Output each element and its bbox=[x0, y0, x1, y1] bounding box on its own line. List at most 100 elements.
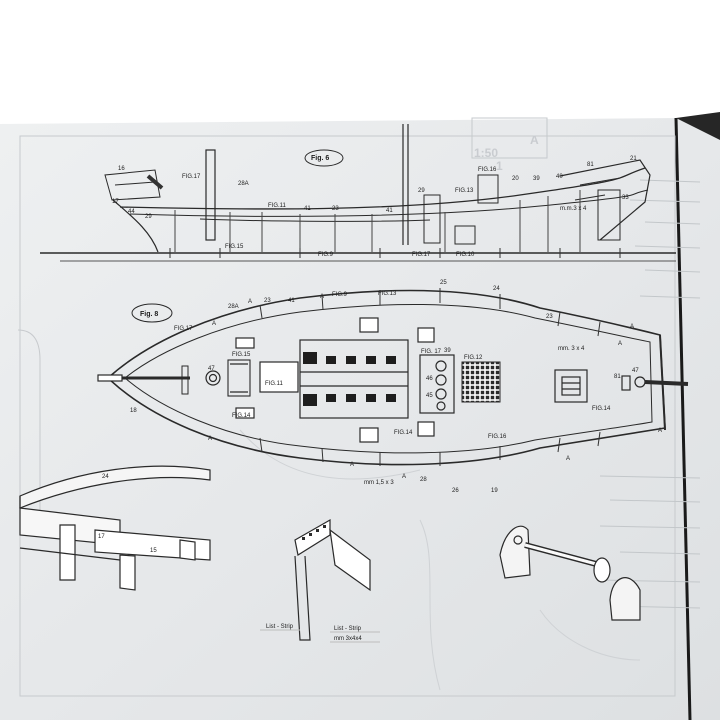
label-25: 25 bbox=[440, 280, 447, 286]
label-dim-scale: mm 1,5 x 3 bbox=[364, 480, 394, 486]
label-a: A bbox=[350, 462, 354, 468]
curved-deck-piece bbox=[19, 465, 211, 509]
barrel-end bbox=[593, 557, 611, 583]
label-23: 23 bbox=[332, 206, 339, 212]
label-39: 39 bbox=[533, 176, 540, 182]
label-23b: 23 bbox=[546, 314, 553, 320]
fig-8-callout bbox=[131, 303, 173, 323]
fig-6-title: Fig. 6 bbox=[311, 155, 329, 162]
bowsprit-tip bbox=[97, 374, 123, 382]
label-dim: m.m.3 x 4 bbox=[560, 206, 587, 212]
label-20: 20 bbox=[512, 176, 519, 182]
piece-17: 17 bbox=[98, 534, 105, 540]
label-fig13: FIG.13 bbox=[455, 188, 474, 194]
label-33: 33 bbox=[622, 195, 629, 201]
label-29: 29 bbox=[145, 214, 152, 220]
label-47b: 47 bbox=[632, 368, 639, 374]
label-44: 44 bbox=[128, 209, 135, 215]
grating-fig12 bbox=[461, 361, 501, 403]
label-41: 41 bbox=[304, 206, 311, 212]
title-block-ghost bbox=[471, 117, 548, 159]
scale-text: 1:50 bbox=[474, 146, 498, 160]
label-a: A bbox=[658, 428, 662, 434]
label-a: A bbox=[566, 456, 570, 462]
label-fig17: FIG.17 bbox=[182, 174, 201, 180]
label-28: 28 bbox=[420, 477, 427, 483]
list-dim: mm 3x4x4 bbox=[334, 636, 362, 642]
sheet-frame bbox=[19, 135, 676, 697]
label-fig10: FIG.10 bbox=[456, 252, 475, 258]
rail-line bbox=[199, 218, 431, 222]
stanchions bbox=[259, 288, 601, 466]
list-label: List - Strip bbox=[266, 624, 294, 630]
label-40: 40 bbox=[556, 174, 563, 180]
label-39: 39 bbox=[444, 348, 451, 354]
label-a: A bbox=[618, 341, 622, 347]
label-26: 26 bbox=[452, 488, 459, 494]
paper-sheet bbox=[0, 118, 720, 720]
grating-fig11 bbox=[259, 361, 299, 393]
label-47: 47 bbox=[208, 366, 215, 372]
fig-6-callout bbox=[304, 149, 344, 167]
label-21: 21 bbox=[630, 156, 637, 162]
ghost-outline bbox=[239, 429, 421, 480]
label-45: 45 bbox=[426, 393, 433, 399]
corner-mark: A bbox=[530, 133, 539, 147]
stern-post bbox=[597, 189, 621, 241]
label-41b: 41 bbox=[386, 208, 393, 214]
list-label: List - Strip bbox=[334, 626, 362, 632]
label-28a: 28A bbox=[238, 181, 249, 187]
label-fig16: FIG.16 bbox=[488, 434, 507, 440]
label-fig14: FIG.14 bbox=[232, 413, 251, 419]
label-a: A bbox=[320, 294, 324, 300]
label-a: A bbox=[402, 474, 406, 480]
piece-15: 15 bbox=[150, 548, 157, 554]
bowsprit-collar bbox=[146, 174, 164, 190]
label-fig15: FIG.15 bbox=[225, 244, 244, 250]
label-dim: mm. 3 x 4 bbox=[558, 346, 585, 352]
label-29: 29 bbox=[418, 188, 425, 194]
comb-piece bbox=[294, 518, 331, 556]
label-81: 81 bbox=[614, 374, 621, 380]
label-fig9: FIG.9 bbox=[318, 252, 334, 258]
label-18: 18 bbox=[130, 408, 137, 414]
bow-rail bbox=[104, 169, 161, 201]
label-a: A bbox=[248, 299, 252, 305]
label-fig16: FIG.16 bbox=[478, 167, 497, 173]
label-fig17: FIG.17 bbox=[174, 326, 193, 332]
stem bbox=[112, 199, 159, 253]
label-fig14b: FIG.14 bbox=[394, 430, 413, 436]
side-elevation bbox=[40, 124, 676, 262]
scale-ticks bbox=[169, 248, 621, 258]
foremast bbox=[205, 149, 216, 241]
capstan-47 bbox=[205, 370, 221, 386]
gun-carriages bbox=[235, 317, 435, 443]
deck-plan bbox=[97, 288, 689, 466]
label-24: 24 bbox=[493, 286, 500, 292]
capstan-core bbox=[208, 373, 218, 383]
label-fig14c: FIG.14 bbox=[592, 406, 611, 412]
label-a: A bbox=[208, 436, 212, 442]
label-fig11: FIG.11 bbox=[268, 203, 287, 209]
hatch bbox=[454, 225, 476, 245]
main-hatch bbox=[299, 339, 409, 419]
tiller bbox=[644, 380, 689, 386]
deck-labels: Fig. 8 28A A A A 23 41 FIG.9 FIG.13 25 2… bbox=[130, 280, 662, 494]
label-81: 81 bbox=[587, 162, 594, 168]
label-28a: 28A bbox=[228, 304, 239, 310]
label-16: 16 bbox=[118, 166, 125, 172]
label-17: 17 bbox=[112, 199, 119, 205]
wale-line bbox=[129, 189, 649, 217]
deck-post bbox=[423, 194, 441, 244]
label-fig11: FIG.11 bbox=[265, 381, 284, 387]
label-46: 46 bbox=[426, 376, 433, 382]
ghost-outline bbox=[17, 329, 41, 520]
sheet-number: 1 bbox=[496, 159, 503, 173]
sheer-line bbox=[119, 167, 646, 210]
side-labels: Fig. 6 16 17 44 29 FIG.17 28A FIG.11 41 … bbox=[112, 155, 637, 258]
transom bbox=[659, 334, 666, 431]
label-fig13: FIG.13 bbox=[378, 291, 397, 297]
label-fig17b: FIG.17 bbox=[412, 252, 431, 258]
stern-house bbox=[477, 174, 499, 204]
